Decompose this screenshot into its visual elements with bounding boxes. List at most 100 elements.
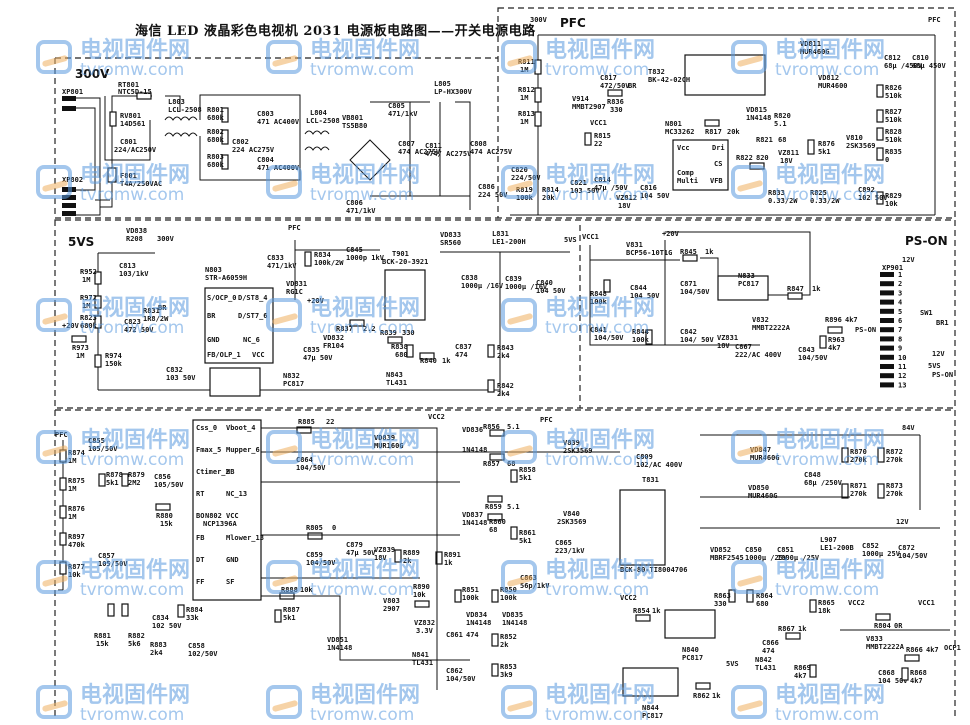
xp901-pin-3 — [880, 290, 894, 296]
svg-text:471 AC400V: 471 AC400V — [257, 164, 300, 172]
r871 — [841, 483, 849, 499]
svg-text:10k: 10k — [68, 571, 81, 579]
svg-text:1M: 1M — [68, 457, 76, 465]
svg-text:BR1: BR1 — [936, 319, 949, 327]
svg-text:104 50V: 104 50V — [640, 192, 670, 200]
svg-text:471/1kV: 471/1kV — [388, 110, 418, 118]
r972 — [94, 295, 102, 309]
svg-text:SR560: SR560 — [440, 239, 461, 247]
xp802-pin-1 — [62, 211, 76, 216]
svg-text:1000μ /16V: 1000μ /16V — [505, 283, 548, 291]
svg-text:R875: R875 — [68, 477, 85, 485]
r872 — [877, 447, 885, 463]
r880 — [155, 503, 171, 511]
svg-text:R844: R844 — [632, 328, 649, 336]
svg-text:R823: R823 — [80, 314, 97, 322]
t831-transformer — [619, 489, 666, 566]
svg-text:C817: C817 — [600, 74, 617, 82]
svg-text:5k1: 5k1 — [519, 474, 532, 482]
svg-text:C802: C802 — [232, 138, 249, 146]
svg-text:224 AC275V: 224 AC275V — [232, 146, 275, 154]
svg-text:XP901: XP901 — [882, 264, 903, 272]
svg-text:474/ AC275V: 474/ AC275V — [425, 150, 472, 158]
svg-text:1N4148: 1N4148 — [466, 619, 491, 627]
n802-pin-mlower-13: Mlower_13 — [226, 534, 264, 542]
svg-text:C838: C838 — [461, 274, 478, 282]
svg-text:1M: 1M — [520, 66, 528, 74]
svg-text:5VS: 5VS — [726, 660, 739, 668]
svg-text:5k1: 5k1 — [519, 537, 532, 545]
svg-text:680k: 680k — [80, 322, 98, 330]
svg-text:2M2: 2M2 — [128, 479, 141, 487]
n802-pin-gnd: GND — [226, 556, 239, 564]
r891 — [435, 551, 443, 565]
svg-text:C835: C835 — [303, 346, 320, 354]
svg-text:C812: C812 — [884, 54, 901, 62]
svg-text:R869: R869 — [794, 664, 811, 672]
svg-text:VZ831: VZ831 — [717, 334, 738, 342]
svg-text:33k: 33k — [186, 614, 199, 622]
svg-text:R884: R884 — [186, 606, 203, 614]
svg-text:1N4148: 1N4148 — [502, 619, 527, 627]
n840-optocoupler — [664, 609, 716, 639]
svg-text:R842: R842 — [497, 382, 514, 390]
svg-text:300V: 300V — [455, 88, 473, 96]
svg-text:R863: R863 — [714, 592, 731, 600]
svg-text:CS: CS — [714, 160, 722, 168]
svg-text:22: 22 — [326, 418, 334, 426]
r877 — [59, 561, 67, 575]
r848 — [603, 279, 611, 293]
xp901-pin-8 — [880, 336, 894, 342]
r840 — [419, 352, 435, 360]
svg-text:VD852: VD852 — [710, 546, 731, 554]
r874 — [59, 449, 67, 463]
svg-text:PC817: PC817 — [283, 380, 304, 388]
svg-text:12V: 12V — [902, 256, 915, 264]
svg-text:471/1kV: 471/1kV — [267, 262, 297, 270]
svg-text:1k: 1k — [812, 285, 821, 293]
r873 — [877, 483, 885, 499]
svg-text:R836: R836 — [607, 98, 624, 106]
rv801 — [109, 111, 117, 127]
svg-text:R843: R843 — [497, 344, 514, 352]
r817 — [704, 119, 720, 127]
svg-text:1M: 1M — [76, 352, 84, 360]
svg-text:PC817: PC817 — [642, 712, 663, 720]
svg-text:GND: GND — [207, 336, 220, 344]
n803-ic — [204, 287, 274, 364]
r875 — [59, 477, 67, 491]
svg-text:C856: C856 — [154, 473, 171, 481]
svg-text:VD851: VD851 — [327, 636, 348, 644]
svg-text:15k: 15k — [160, 520, 173, 528]
svg-text:4k7: 4k7 — [926, 646, 939, 654]
svg-text:474: 474 — [455, 351, 468, 359]
svg-text:103 50V: 103 50V — [570, 187, 600, 195]
svg-text:D/ST8_4: D/ST8_4 — [238, 294, 268, 302]
svg-text:56p/1kV: 56p/1kV — [520, 582, 550, 590]
svg-text:R864: R864 — [756, 592, 773, 600]
xp901-pin-6 — [880, 318, 894, 323]
svg-text:V832: V832 — [752, 316, 769, 324]
svg-text:0.33/2W: 0.33/2W — [768, 197, 798, 205]
svg-text:R845: R845 — [680, 248, 697, 256]
svg-text:270k: 270k — [850, 456, 868, 464]
svg-text:224/50V: 224/50V — [511, 174, 541, 182]
svg-text:R833: R833 — [768, 189, 785, 197]
svg-text:R868: R868 — [910, 669, 927, 677]
svg-text:R860: R860 — [489, 518, 506, 526]
svg-text:1k: 1k — [442, 357, 451, 365]
svg-text:270k: 270k — [886, 456, 904, 464]
svg-text:2.2: 2.2 — [363, 325, 376, 333]
svg-text:TL431: TL431 — [412, 659, 433, 667]
n802-pin-dt: DT — [196, 556, 204, 564]
svg-text:2k4: 2k4 — [150, 649, 163, 657]
svg-text:1M: 1M — [68, 513, 76, 521]
svg-text:MBRF2545: MBRF2545 — [710, 554, 744, 562]
r838 — [406, 344, 414, 358]
svg-text:R897: R897 — [68, 533, 85, 541]
svg-text:5.1: 5.1 — [774, 120, 787, 128]
r811 — [534, 59, 542, 75]
svg-text:C886: C886 — [478, 183, 495, 191]
svg-text:BCK-80-TI8004706: BCK-80-TI8004706 — [620, 566, 687, 574]
svg-text:V803: V803 — [383, 597, 400, 605]
